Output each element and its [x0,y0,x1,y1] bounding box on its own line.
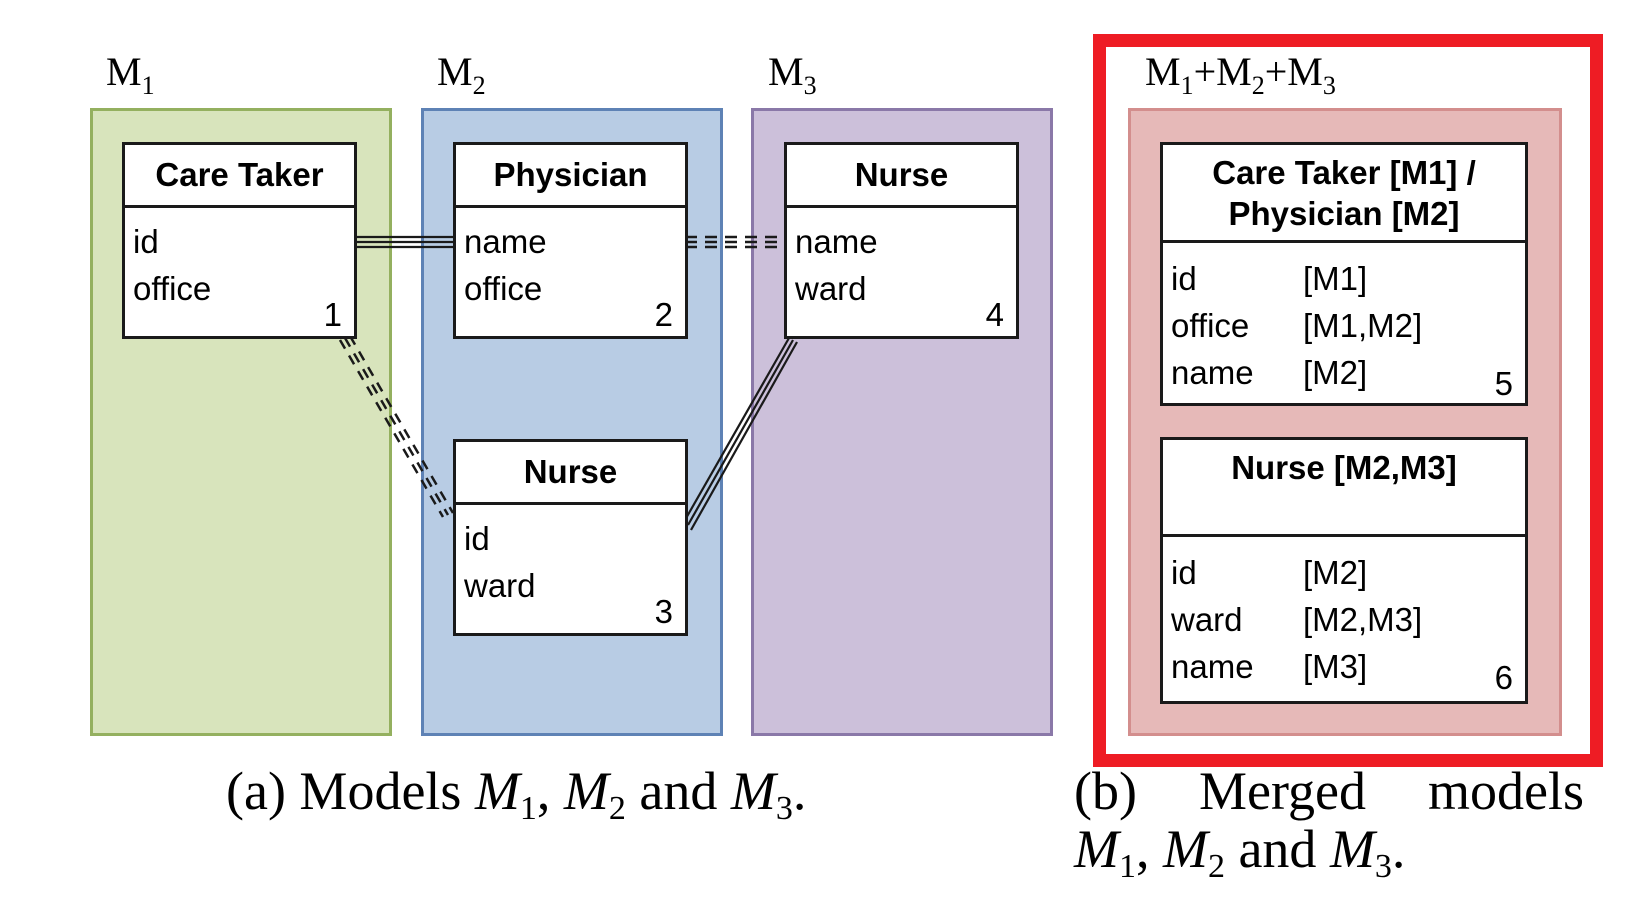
caption-b-line1: (b) Merged models [1074,761,1584,821]
caption-b-line2: M1, M2 and M3. [1074,819,1406,885]
merged-row: name [M2] [1171,354,1368,391]
merged-row: ward [M2,M3] [1171,601,1423,638]
merged-row: id [M1] [1171,260,1368,297]
model-label-m1: M1 [106,49,155,100]
link-nurse-m2-nurse-m3 [684,337,798,531]
attr-name: name [464,223,547,260]
entity-title-line2: Physician [M2] [1228,194,1460,232]
merged-row: name [M3] [1171,648,1368,685]
model-label-m3: M3 [768,49,817,100]
entity-physician: Physician name office 2 [453,142,688,339]
entity-number: 3 [654,593,673,630]
highlight-frame [1093,34,1603,767]
entity-title-line1: Care Taker [M1] / [1212,153,1476,191]
entity-number: 4 [985,296,1004,333]
entity-merged-care-taker-physician: Care Taker [M1] / Physician [M2] id [M1]… [1160,142,1528,406]
entity-number: 6 [1494,659,1513,696]
attr-ward: ward [464,567,536,604]
entity-title: Physician [456,145,685,208]
entity-title: Nurse [787,145,1016,208]
entity-title: Nurse [M2,M3] [1163,440,1525,537]
attr-office: office [464,270,543,307]
model-label-m2: M2 [437,49,486,100]
merged-row: office [M1,M2] [1171,307,1423,344]
attr-office: office [133,270,212,307]
entity-nurse-m2: Nurse id ward 3 [453,439,688,636]
entity-title: Nurse [456,442,685,505]
link-physician-nurse-m3 [685,235,784,249]
attr-id: id [464,520,490,557]
entity-title: Care Taker [125,145,354,208]
entity-care-taker: Care Taker id office 1 [122,142,357,339]
link-caretaker-nurse-m2 [338,335,455,518]
attr-id: id [133,223,159,260]
link-caretaker-physician [355,235,453,249]
entity-merged-nurse: Nurse [M2,M3] id [M2] ward [M2,M3] name … [1160,437,1528,704]
model-label-merged: M1+M2+M3 [1145,49,1336,100]
entity-number: 5 [1494,365,1513,402]
entity-number: 1 [323,296,342,333]
merged-row: id [M2] [1171,554,1368,591]
entity-number: 2 [654,296,673,333]
attr-ward: ward [795,270,867,307]
entity-nurse-m3: Nurse name ward 4 [784,142,1019,339]
attr-name: name [795,223,878,260]
caption-a: (a) Models M1, M2 and M3. [226,761,807,827]
